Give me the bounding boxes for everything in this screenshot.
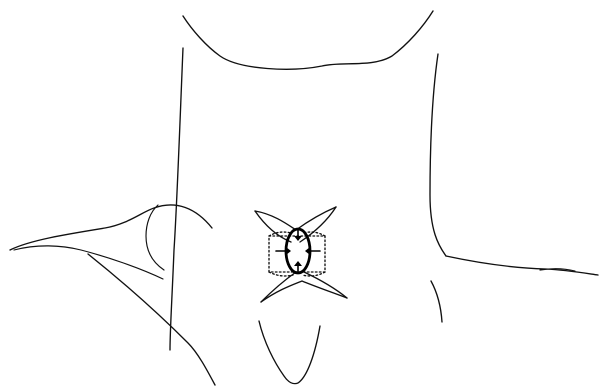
lower-flap-left bbox=[261, 272, 296, 302]
sternal-notch-contour bbox=[259, 321, 320, 384]
chin-jaw-contour bbox=[183, 11, 433, 69]
dotted-left-flap-edge bbox=[269, 232, 291, 236]
left-clavicle-contour bbox=[14, 246, 163, 279]
upper-flap-right bbox=[300, 207, 336, 242]
right-shoulder-contour bbox=[446, 256, 598, 275]
top-arrowhead bbox=[294, 236, 302, 241]
right-chest-contour bbox=[431, 281, 442, 322]
left-shoulder-contour bbox=[10, 205, 212, 250]
left-arrowhead bbox=[286, 247, 291, 255]
dotted-rectangle bbox=[269, 236, 325, 272]
left-trapezius-contour bbox=[146, 205, 164, 270]
left-neck-contour bbox=[170, 48, 183, 350]
lower-flap-bottom bbox=[261, 281, 347, 302]
upper-flap-left bbox=[255, 211, 291, 242]
right-arrowhead bbox=[305, 247, 310, 255]
right-neck-contour bbox=[430, 54, 446, 256]
bottom-arrowhead bbox=[294, 261, 302, 266]
